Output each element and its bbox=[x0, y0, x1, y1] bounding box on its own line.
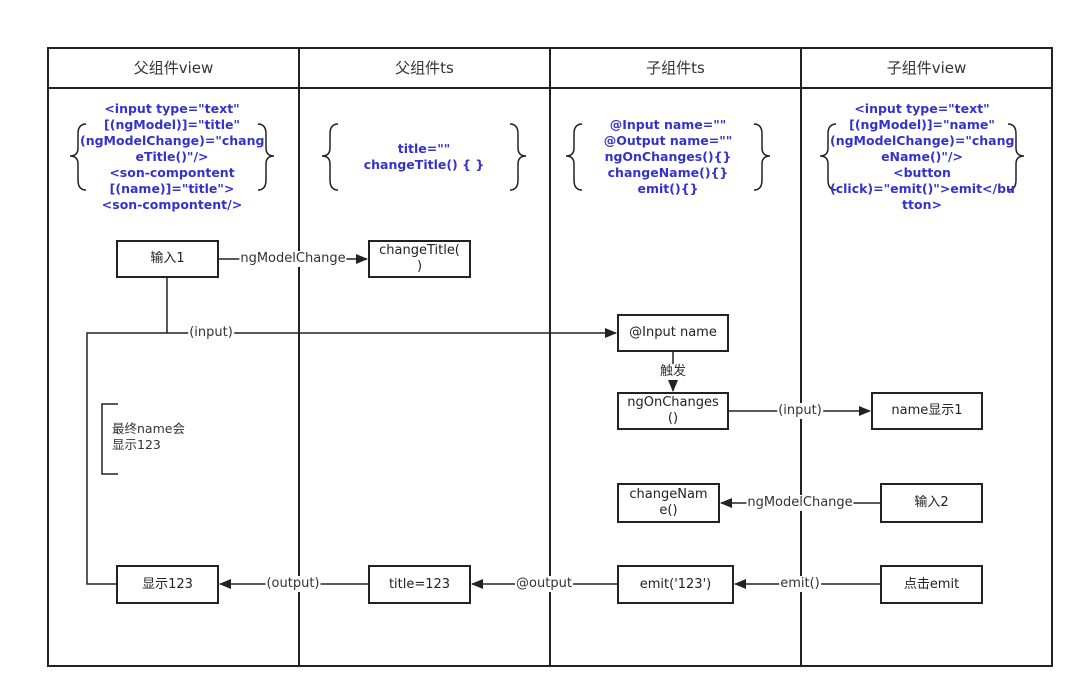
parent-view-code: <input type="text" [(ngModel)]="title" (… bbox=[80, 101, 265, 212]
node-change-title: changeTitle( ) bbox=[368, 240, 471, 278]
node-input1: 输入1 bbox=[116, 240, 219, 278]
node-emit123: emit('123') bbox=[617, 565, 734, 604]
edge-label-at-output: @output bbox=[515, 576, 573, 592]
code-braces bbox=[69, 123, 1025, 191]
lane-title-child-view: 子组件view bbox=[886, 59, 967, 77]
node-click-emit: 点击emit bbox=[880, 565, 983, 604]
edge-loop-to-show123 bbox=[86, 332, 167, 585]
node-ng-on-changes: ngOnChanges () bbox=[617, 392, 729, 430]
lane-title-child-ts: 子组件ts bbox=[646, 59, 705, 77]
child-ts-code: @Input name="" @Output name="" ngOnChang… bbox=[603, 117, 733, 196]
edge-label-ngmodelchange: ngModelChange bbox=[746, 495, 854, 511]
edge-label-trigger: 触发 bbox=[658, 364, 688, 380]
note-bracket bbox=[101, 403, 118, 475]
edge-input1-to-input-name bbox=[166, 278, 617, 338]
node-show123: 显示123 bbox=[116, 565, 219, 604]
node-input2: 输入2 bbox=[880, 483, 983, 523]
edge-label-input: (input) bbox=[777, 403, 823, 419]
node-change-name: changeNam e() bbox=[617, 483, 720, 523]
child-view-code: <input type="text" [(ngModel)]="name" (n… bbox=[830, 101, 1015, 212]
node-name-show: name显示1 bbox=[871, 392, 983, 430]
edge-label-emit: emit() bbox=[779, 576, 821, 592]
lane-title-parent-view: 父组件view bbox=[133, 59, 214, 77]
edge-label-input: (input) bbox=[188, 325, 234, 341]
node-title123: title=123 bbox=[368, 565, 471, 604]
note-text: 最终name会 显示123 bbox=[112, 421, 185, 452]
lane-title-parent-ts: 父组件ts bbox=[395, 59, 454, 77]
node-input-name: @Input name bbox=[617, 314, 729, 352]
edge-label-ngmodelchange: ngModelChange bbox=[239, 251, 347, 267]
edge-label-output: (output) bbox=[265, 576, 321, 592]
parent-ts-code: title="" changeTitle() { } bbox=[363, 141, 485, 172]
